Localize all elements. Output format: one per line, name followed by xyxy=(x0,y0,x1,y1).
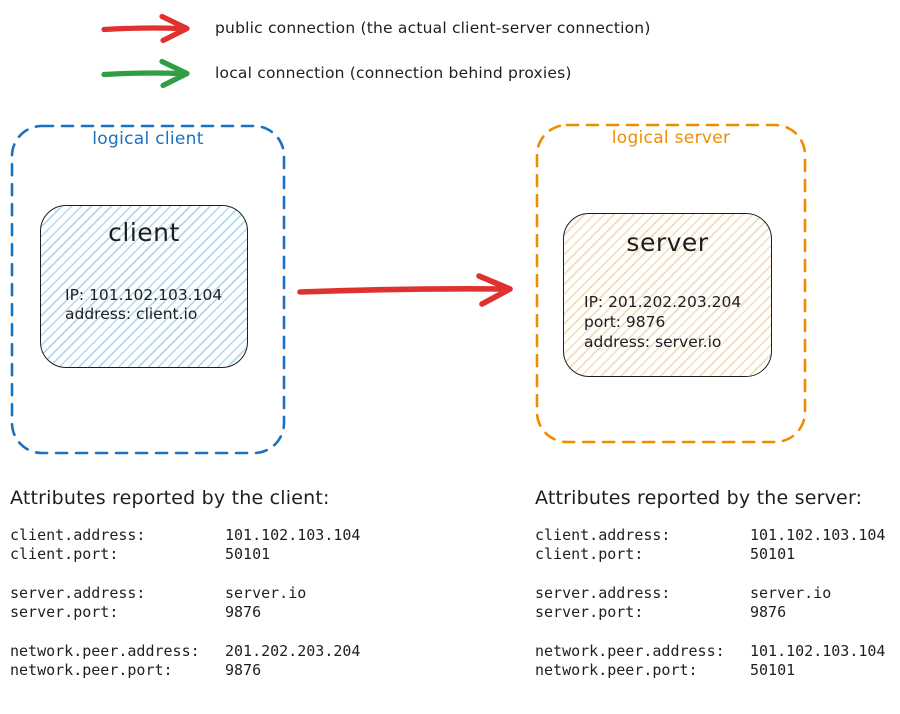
client-attributes-rows: client.address: 101.102.103.104 client.p… xyxy=(10,526,440,679)
attr-key: network.peer.port: xyxy=(10,660,173,679)
attr-row: server.port: 9876 xyxy=(10,603,440,622)
attr-value: 50101 xyxy=(750,660,796,679)
attr-row: network.peer.port: 50101 xyxy=(535,661,895,680)
attr-value: server.io xyxy=(750,584,832,602)
attr-value: 9876 xyxy=(225,602,262,621)
attr-key: client.address: xyxy=(535,526,671,544)
attr-key: client.port: xyxy=(10,544,119,563)
attr-value: 101.102.103.104 xyxy=(750,642,886,660)
attr-row: client.address: 101.102.103.104 xyxy=(535,526,895,545)
attr-row: network.peer.address: 101.102.103.104 xyxy=(535,642,895,661)
attr-key: network.peer.address: xyxy=(10,642,200,660)
attr-key: server.address: xyxy=(10,584,146,602)
client-node-details: IP: 101.102.103.104 address: client.io xyxy=(65,286,222,324)
attr-value: 50101 xyxy=(750,544,796,563)
server-attributes-rows: client.address: 101.102.103.104 client.p… xyxy=(535,526,895,679)
server-node: server IP: 201.202.203.204 port: 9876 ad… xyxy=(563,213,772,377)
client-node-title: client xyxy=(108,218,180,247)
attr-row: client.port: 50101 xyxy=(10,545,440,564)
legend-label-public-connection: public connection (the actual client-ser… xyxy=(215,19,651,37)
client-address-line: address: client.io xyxy=(65,305,198,323)
server-node-details: IP: 201.202.203.204 port: 9876 address: … xyxy=(584,292,741,352)
client-attributes-title: Attributes reported by the client: xyxy=(10,487,330,509)
public-connection-arrow-icon xyxy=(101,13,190,43)
attr-row: network.peer.address: 201.202.203.204 xyxy=(10,642,440,661)
server-attributes-title: Attributes reported by the server: xyxy=(535,487,863,509)
server-attributes-block: Attributes reported by the server: clien… xyxy=(535,487,895,679)
attr-key: server.port: xyxy=(535,602,644,621)
logical-server-group-border xyxy=(535,123,807,444)
legend-label-local-connection: local connection (connection behind prox… xyxy=(215,64,572,82)
attr-key: server.port: xyxy=(10,602,119,621)
attr-row: server.address: server.io xyxy=(10,584,440,603)
attr-value: 201.202.203.204 xyxy=(225,642,361,660)
attr-key: network.peer.port: xyxy=(535,660,698,679)
server-address-line: address: server.io xyxy=(584,333,722,351)
legend-item-local-connection: local connection (connection behind prox… xyxy=(100,58,572,88)
attr-row: network.peer.port: 9876 xyxy=(10,661,440,680)
attr-value: 101.102.103.104 xyxy=(225,526,361,544)
client-node: client IP: 101.102.103.104 address: clie… xyxy=(40,205,248,368)
logical-client-label: logical client xyxy=(92,129,204,149)
attr-key: server.address: xyxy=(535,584,671,602)
server-port-line: port: 9876 xyxy=(584,313,666,331)
legend-item-public-connection: public connection (the actual client-ser… xyxy=(100,13,651,43)
logical-client-group-border xyxy=(10,124,286,455)
client-ip-line: IP: 101.102.103.104 xyxy=(65,286,223,304)
attr-row: client.port: 50101 xyxy=(535,545,895,564)
client-to-server-arrow-icon xyxy=(297,273,513,307)
attr-key: client.address: xyxy=(10,526,146,544)
attr-row: server.address: server.io xyxy=(535,584,895,603)
local-connection-arrow-icon xyxy=(101,58,190,88)
attr-key: client.port: xyxy=(535,544,644,563)
attr-key: network.peer.address: xyxy=(535,642,725,660)
client-attributes-block: Attributes reported by the client: clien… xyxy=(10,487,440,679)
server-node-title: server xyxy=(626,228,709,257)
attr-row: client.address: 101.102.103.104 xyxy=(10,526,440,545)
attr-value: 9876 xyxy=(750,602,787,621)
attr-row: server.port: 9876 xyxy=(535,603,895,622)
attr-value: 101.102.103.104 xyxy=(750,526,886,544)
attr-value: 9876 xyxy=(225,660,262,679)
server-ip-line: IP: 201.202.203.204 xyxy=(584,293,742,311)
attr-value: 50101 xyxy=(225,544,271,563)
attr-value: server.io xyxy=(225,584,307,602)
logical-server-label: logical server xyxy=(611,128,731,148)
